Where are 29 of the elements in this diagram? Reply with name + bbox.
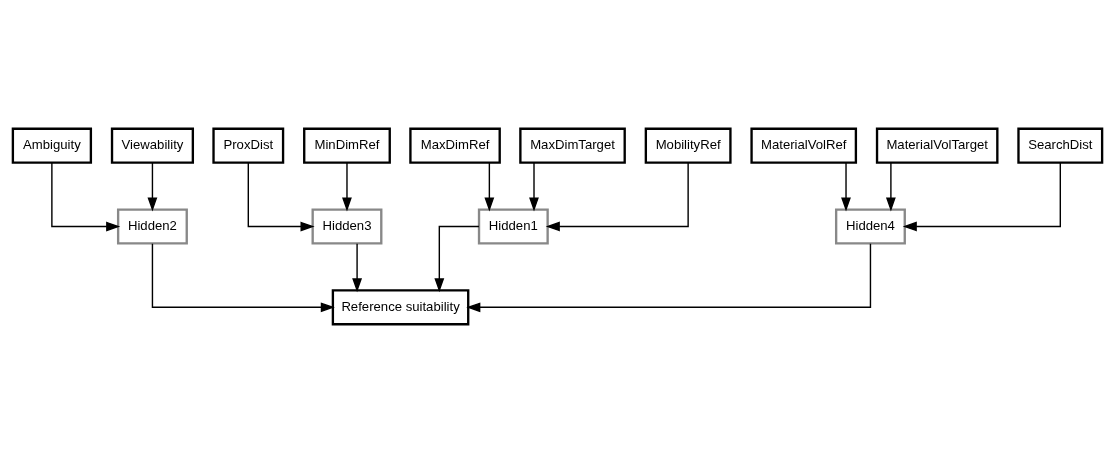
arrow — [434, 225, 480, 292]
node-box: SearchDist — [1017, 127, 1104, 164]
node-box: MobilityRef — [644, 127, 732, 164]
node-box: MaterialVolRef — [750, 127, 858, 164]
node-box: MaterialVolTarget — [875, 127, 999, 164]
node-box: Viewability — [110, 127, 195, 164]
arrow — [841, 161, 851, 212]
arrow — [147, 161, 158, 212]
node-box: Hidden2 — [116, 207, 188, 245]
arrow — [902, 161, 1061, 231]
arrow — [352, 242, 363, 292]
arrow — [151, 242, 335, 312]
node-box: Hidden4 — [835, 207, 906, 245]
node-box: Hidden3 — [311, 207, 383, 245]
arrow — [466, 242, 872, 312]
node-box: Hidden1 — [477, 207, 549, 245]
node-box: MinDimRef — [303, 127, 391, 164]
node-box: MaxDimTarget — [519, 127, 626, 164]
arrow — [885, 161, 896, 212]
arrow — [529, 161, 539, 212]
arrow — [484, 161, 495, 212]
node-box: Reference suitability — [331, 288, 470, 325]
node-box: Ambiguity — [11, 127, 93, 164]
node-box: ProxDist — [212, 127, 285, 164]
arrow — [247, 161, 315, 231]
arrow — [545, 161, 689, 231]
arrow — [342, 161, 352, 212]
arrow — [51, 161, 121, 231]
node-box: MaxDimRef — [409, 127, 501, 164]
